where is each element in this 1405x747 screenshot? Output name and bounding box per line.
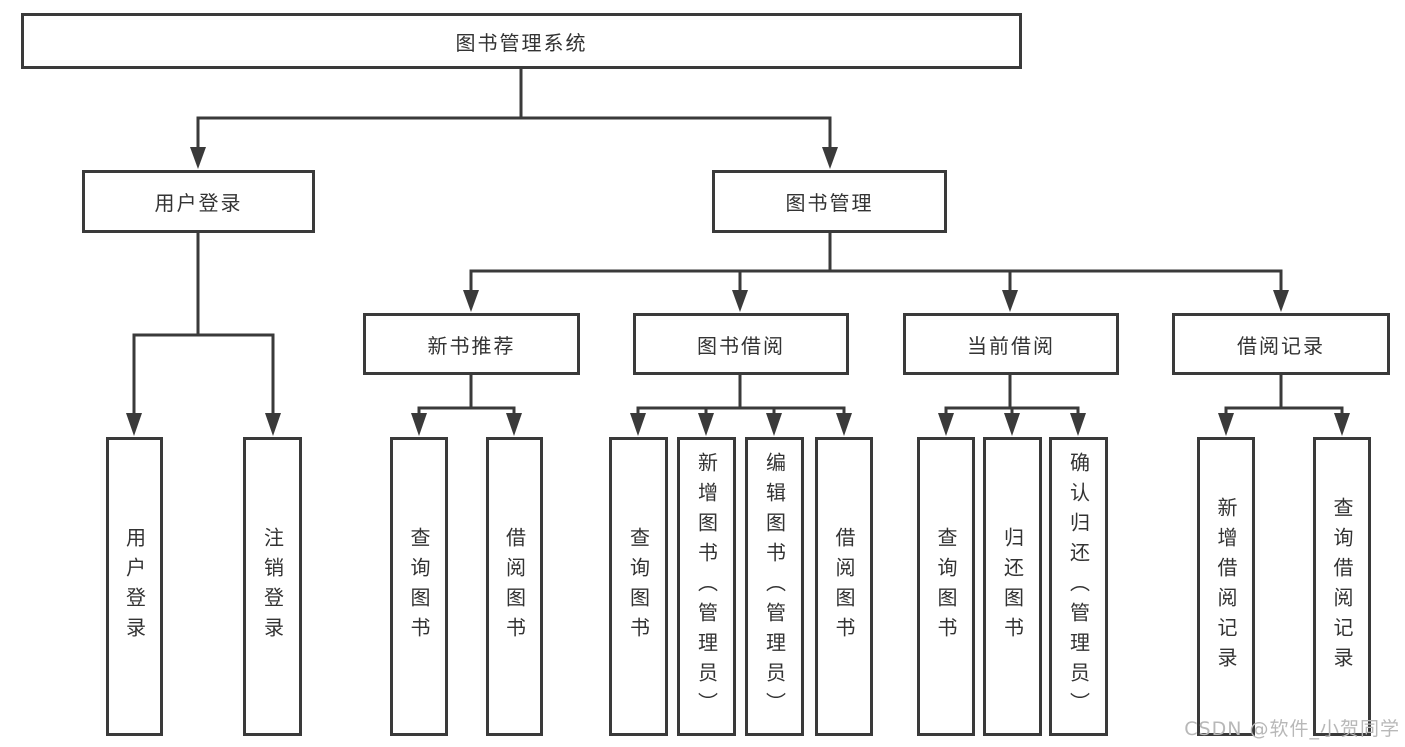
arrowhead-icon — [1334, 413, 1350, 436]
arrowhead-icon — [766, 413, 782, 436]
arrowhead-icon — [190, 147, 206, 169]
node-label: 图书借阅 — [697, 333, 785, 358]
node-new-book-recommend: 新书推荐 — [363, 313, 580, 375]
leaf-confirm-return-admin: 确认归还（管理员） — [1049, 437, 1108, 736]
leaf-edit-book-admin: 编辑图书（管理员） — [745, 437, 804, 736]
node-label: 用户登录 — [154, 191, 243, 215]
node-book-borrowing: 图书借阅 — [633, 313, 849, 375]
node-label: 查询图书 — [934, 526, 958, 647]
node-label: 查询图书 — [407, 526, 431, 647]
arrowhead-icon — [1002, 290, 1018, 312]
node-label: 图书管理 — [785, 191, 874, 215]
node-label: 图书管理系统 — [455, 30, 588, 55]
node-current-borrowing: 当前借阅 — [903, 313, 1119, 375]
arrowhead-icon — [506, 413, 522, 436]
arrowhead-icon — [411, 413, 427, 436]
arrowhead-icon — [126, 413, 142, 436]
node-label: 借阅记录 — [1237, 333, 1325, 358]
leaf-user-login: 用户登录 — [106, 437, 163, 736]
arrowhead-icon — [1273, 290, 1289, 312]
arrowhead-icon — [1218, 413, 1234, 436]
watermark: CSDN @软件_小贺同学 — [1184, 718, 1400, 740]
connector-group-borrow-records — [1218, 375, 1350, 436]
leaf-query-books: 查询图书 — [390, 437, 448, 736]
leaf-query-books: 查询图书 — [609, 437, 668, 736]
connector-group-book-management — [463, 233, 1289, 312]
node-label: 新增借阅记录 — [1214, 496, 1238, 677]
leaf-query-books: 查询图书 — [917, 437, 975, 736]
connector-group-user-login — [126, 233, 281, 436]
node-label: 新书推荐 — [427, 333, 516, 358]
arrowhead-icon — [732, 290, 748, 312]
node-label: 注销登录 — [260, 526, 285, 647]
leaf-add-borrow-record: 新增借阅记录 — [1197, 437, 1255, 736]
arrowhead-icon — [822, 147, 838, 169]
arrowhead-icon — [698, 413, 714, 436]
node-label: 查询借阅记录 — [1330, 496, 1354, 677]
arrowhead-icon — [836, 413, 852, 436]
arrowhead-icon — [265, 413, 281, 436]
node-label: 新增图书（管理员） — [694, 451, 719, 722]
leaf-return-books: 归还图书 — [983, 437, 1042, 736]
leaf-add-book-admin: 新增图书（管理员） — [677, 437, 736, 736]
node-library-management-system: 图书管理系统 — [21, 13, 1022, 69]
node-book-management: 图书管理 — [712, 170, 947, 233]
node-label: 归还图书 — [1000, 526, 1025, 647]
node-label: 查询图书 — [626, 526, 651, 647]
node-label: 借阅图书 — [832, 526, 856, 647]
arrowhead-icon — [463, 290, 479, 312]
leaf-borrow-books: 借阅图书 — [486, 437, 543, 736]
arrowhead-icon — [938, 413, 954, 436]
node-label: 确认归还（管理员） — [1066, 451, 1091, 722]
node-label: 用户登录 — [122, 526, 147, 647]
arrowhead-icon — [1070, 413, 1086, 436]
arrowhead-icon — [1004, 413, 1020, 436]
connector-group-book-borrowing — [630, 375, 852, 436]
node-label: 当前借阅 — [967, 333, 1055, 358]
leaf-borrow-books: 借阅图书 — [815, 437, 873, 736]
node-user-login: 用户登录 — [82, 170, 315, 233]
connector-group-current-borrowing — [938, 375, 1086, 436]
connector-group-root — [190, 69, 838, 169]
leaf-query-borrow-record: 查询借阅记录 — [1313, 437, 1371, 736]
node-label: 编辑图书（管理员） — [762, 451, 787, 722]
connector-group-new-book-recommend — [411, 375, 522, 436]
arrowhead-icon — [630, 413, 646, 436]
leaf-logout: 注销登录 — [243, 437, 302, 736]
node-label: 借阅图书 — [502, 526, 527, 647]
node-borrow-records: 借阅记录 — [1172, 313, 1390, 375]
